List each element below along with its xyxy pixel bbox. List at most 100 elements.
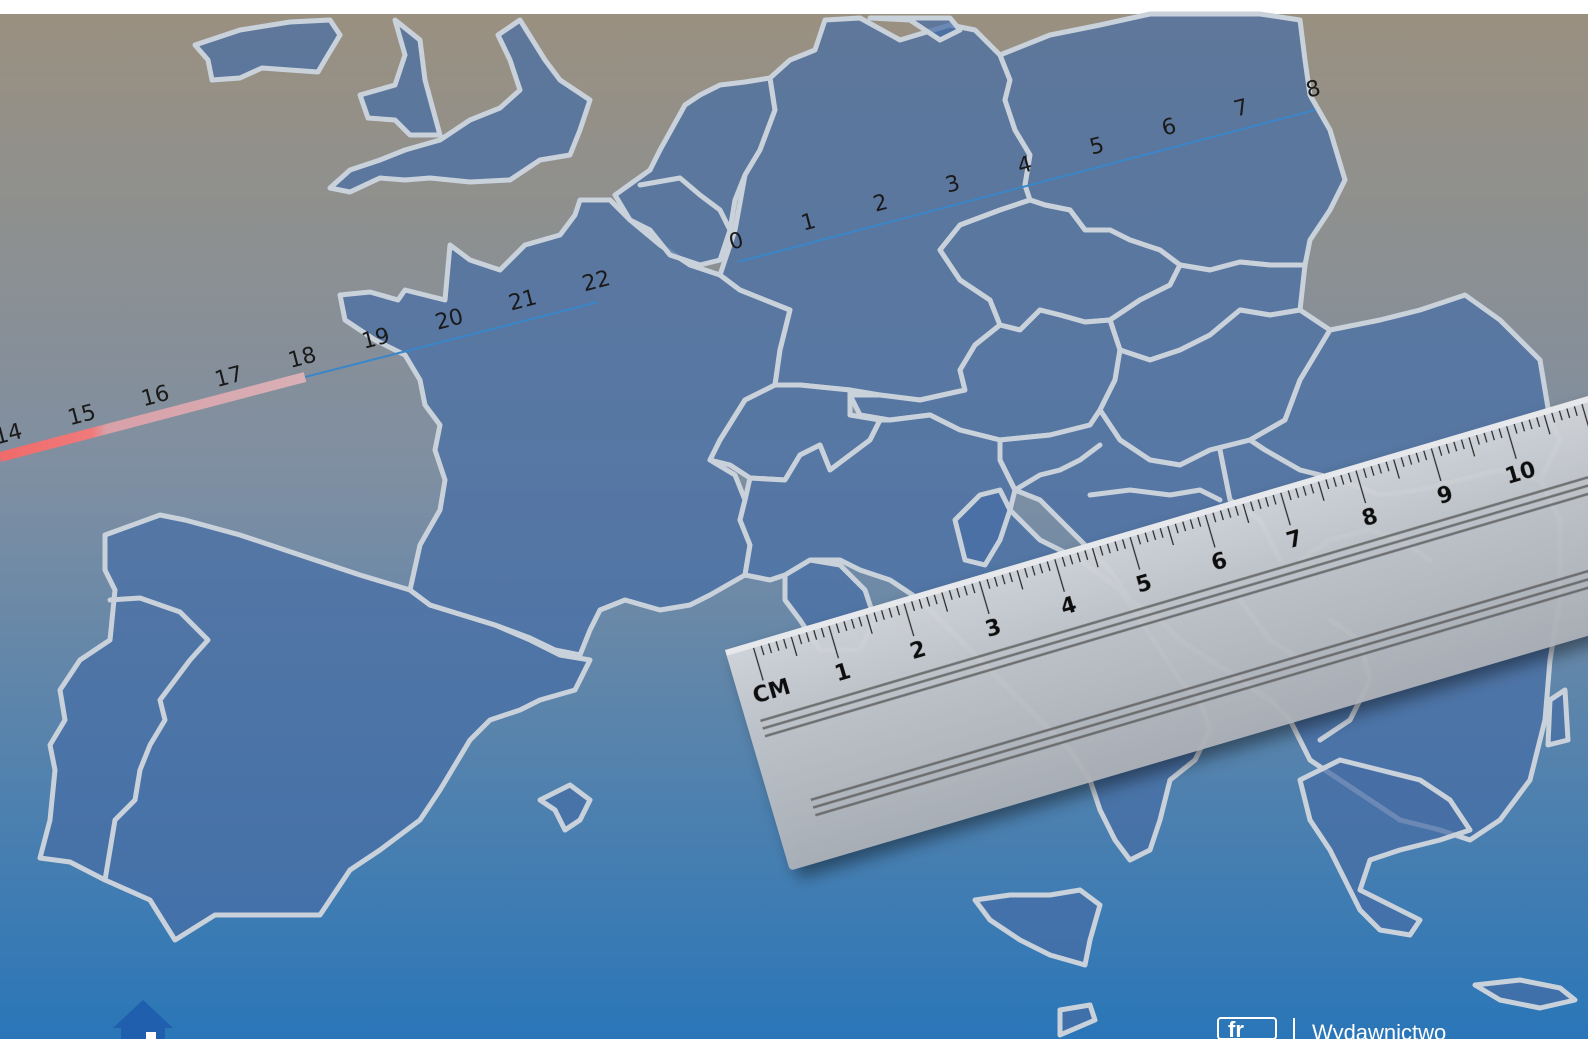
- ruler-tick: [850, 618, 855, 629]
- ruler-tick: [1408, 454, 1413, 465]
- brand-mark: fr: [1228, 1017, 1244, 1042]
- ruler-number: 3: [983, 615, 1005, 643]
- ruler-tick: [1167, 525, 1175, 546]
- ruler-tick: [1498, 428, 1503, 439]
- ruler-tick: [911, 601, 916, 612]
- ruler-tick: [1393, 459, 1400, 479]
- ruler-tick: [1016, 570, 1024, 590]
- ruler-tick: [858, 616, 863, 627]
- home-door: [146, 1032, 156, 1039]
- border-belgium: [637, 175, 733, 233]
- scale-label: 5: [1087, 133, 1107, 161]
- ruler-tick: [752, 647, 764, 681]
- ruler-tick: [798, 634, 803, 645]
- scale-line-lower-highlight: [0, 372, 307, 462]
- ruler-tick: [760, 645, 765, 656]
- ruler-tick: [888, 607, 893, 618]
- ruler-tick: [933, 594, 938, 605]
- ruler-tick: [1024, 567, 1029, 578]
- ruler-number: 6: [1208, 548, 1230, 576]
- ruler-tick: [1054, 559, 1066, 592]
- ruler-tick: [1159, 527, 1164, 538]
- ruler-tick: [948, 590, 953, 601]
- ruler-tick: [941, 592, 949, 612]
- land-balearic: [537, 782, 593, 833]
- ruler-tick: [1438, 445, 1443, 456]
- ruler-tick: [1325, 479, 1330, 490]
- ruler-tick: [1001, 574, 1006, 585]
- ruler-tick: [986, 578, 991, 589]
- ruler-tick: [1521, 421, 1526, 432]
- ruler-tick: [1332, 476, 1337, 487]
- land-ireland: [192, 17, 343, 83]
- ruler-number: 9: [1434, 482, 1456, 510]
- ruler-tick: [896, 605, 901, 616]
- ruler-tick: [1039, 563, 1044, 574]
- ruler-tick: [1272, 494, 1277, 505]
- bottom-strip: [0, 1039, 1588, 1052]
- ruler-tick: [767, 643, 773, 654]
- ruler-tick: [1234, 505, 1239, 516]
- ruler-tick: [1084, 550, 1089, 561]
- ruler-tick: [1362, 468, 1368, 479]
- ruler-tick: [1505, 426, 1517, 460]
- ruler-tick: [1317, 481, 1325, 501]
- ruler-tick: [1453, 441, 1458, 452]
- ruler-tick: [805, 632, 810, 643]
- ruler-tick: [1370, 465, 1375, 476]
- ruler-tick: [1031, 565, 1036, 576]
- ruler-tick: [1551, 412, 1556, 423]
- ruler-tick: [1310, 483, 1315, 494]
- ruler-tick: [903, 603, 915, 637]
- ruler-tick: [993, 576, 998, 587]
- land-small-island: [1057, 1002, 1098, 1038]
- ruler-tick: [1219, 510, 1224, 521]
- ruler-tick: [1490, 430, 1496, 441]
- ruler-tick: [1415, 452, 1420, 463]
- ruler-grooves: [760, 452, 1588, 817]
- ruler-ticks: [752, 403, 1588, 681]
- scale-label: 6: [1159, 114, 1179, 142]
- ruler-tick: [1212, 512, 1217, 523]
- ruler-tick: [1581, 403, 1588, 437]
- ruler-tick: [1197, 516, 1202, 527]
- ruler-tick: [835, 623, 840, 634]
- ruler-number: 7: [1284, 526, 1306, 554]
- ruler-number: 2: [907, 637, 929, 665]
- land-crete: [1472, 977, 1578, 1011]
- scale-label: 3: [943, 171, 963, 199]
- ruler-tick: [775, 641, 780, 651]
- scale-label: 2: [871, 190, 891, 218]
- ruler-tick: [1152, 530, 1157, 541]
- scale-label: 0: [726, 228, 746, 256]
- ruler-tick: [1061, 556, 1066, 567]
- ruler-tick: [1347, 472, 1352, 483]
- ruler-tick: [1558, 410, 1563, 421]
- ruler-tick: [1573, 406, 1578, 417]
- ruler-tick: [1189, 519, 1194, 530]
- ruler-tick: [790, 636, 798, 657]
- ruler-tick: [1287, 490, 1292, 501]
- ruler-tick: [1091, 547, 1099, 568]
- scale-label: 1: [798, 209, 818, 237]
- ruler-tick: [1106, 543, 1111, 554]
- ruler-tick: [1445, 443, 1450, 454]
- home-button[interactable]: [113, 1000, 173, 1039]
- ruler-tick: [843, 621, 848, 632]
- land-denmark: [867, 15, 963, 43]
- scale-label: 7: [1231, 95, 1251, 123]
- ruler-tick: [1249, 501, 1255, 512]
- ruler-tick: [1536, 417, 1541, 428]
- ruler-tick: [1423, 450, 1428, 461]
- ruler-tick: [1114, 541, 1119, 552]
- ruler-tick: [873, 612, 878, 623]
- land-great-britain: [327, 17, 593, 195]
- land-greece: [1297, 757, 1473, 938]
- ruler-tick: [1121, 539, 1126, 550]
- ruler-tick: [1099, 545, 1104, 556]
- ruler-tick: [1280, 492, 1291, 526]
- ruler-tick: [813, 629, 818, 640]
- scale-line-upper: [737, 109, 1316, 263]
